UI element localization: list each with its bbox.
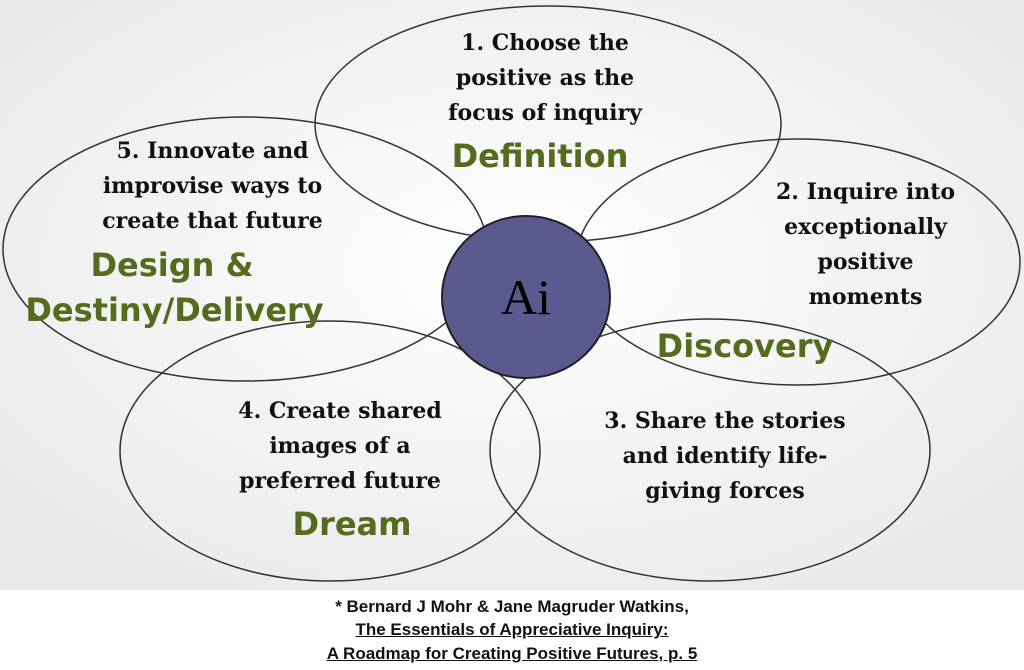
step-1-line: focus of inquiry bbox=[448, 100, 642, 126]
center-label: Ai bbox=[501, 269, 551, 325]
step-1-text: 1. Choose the positive as the focus of i… bbox=[420, 26, 670, 131]
step-2-line: moments bbox=[808, 284, 923, 310]
petal-dream bbox=[119, 320, 541, 582]
citation-title: The Essentials of Appreciative Inquiry: bbox=[355, 620, 669, 639]
step-2-line: positive bbox=[817, 249, 914, 275]
step-1-line: 1. Choose the bbox=[461, 30, 629, 56]
step-2-text: 2. Inquire into exceptionally positive m… bbox=[758, 175, 973, 315]
step-3-line: 3. Share the stories bbox=[604, 408, 846, 434]
step-5-line: create that future bbox=[102, 208, 323, 234]
step-1-line: positive as the bbox=[455, 65, 635, 91]
phase-design-line2: Destiny/Delivery bbox=[25, 291, 324, 329]
step-4-text: 4. Create shared images of a preferred f… bbox=[215, 394, 465, 499]
petal-share-stories bbox=[489, 318, 931, 582]
step-5-line: 5. Innovate and bbox=[116, 138, 309, 164]
phase-discovery: Discovery bbox=[656, 327, 834, 365]
step-2-line: 2. Inquire into bbox=[775, 179, 956, 205]
citation-authors: * Bernard J Mohr & Jane Magruder Watkins… bbox=[335, 597, 689, 616]
phase-definition: Definition bbox=[451, 137, 629, 175]
step-3-line: and identify life- bbox=[622, 443, 828, 469]
step-4-line: preferred future bbox=[239, 468, 441, 494]
petal-diagram bbox=[0, 0, 1024, 590]
step-3-line: giving forces bbox=[645, 478, 805, 504]
step-3-text: 3. Share the stories and identify life- … bbox=[590, 404, 860, 509]
step-5-line: improvise ways to bbox=[102, 173, 323, 199]
citation-subtitle: A Roadmap for Creating Positive Futures,… bbox=[326, 644, 698, 663]
step-4-line: images of a bbox=[269, 433, 411, 459]
phase-dream: Dream bbox=[292, 505, 412, 543]
step-5-text: 5. Innovate and improvise ways to create… bbox=[90, 134, 335, 239]
step-4-line: 4. Create shared bbox=[238, 398, 442, 424]
center-circle bbox=[441, 215, 611, 379]
phase-design-line1: Design & bbox=[90, 246, 254, 284]
step-2-line: exceptionally bbox=[784, 214, 947, 240]
